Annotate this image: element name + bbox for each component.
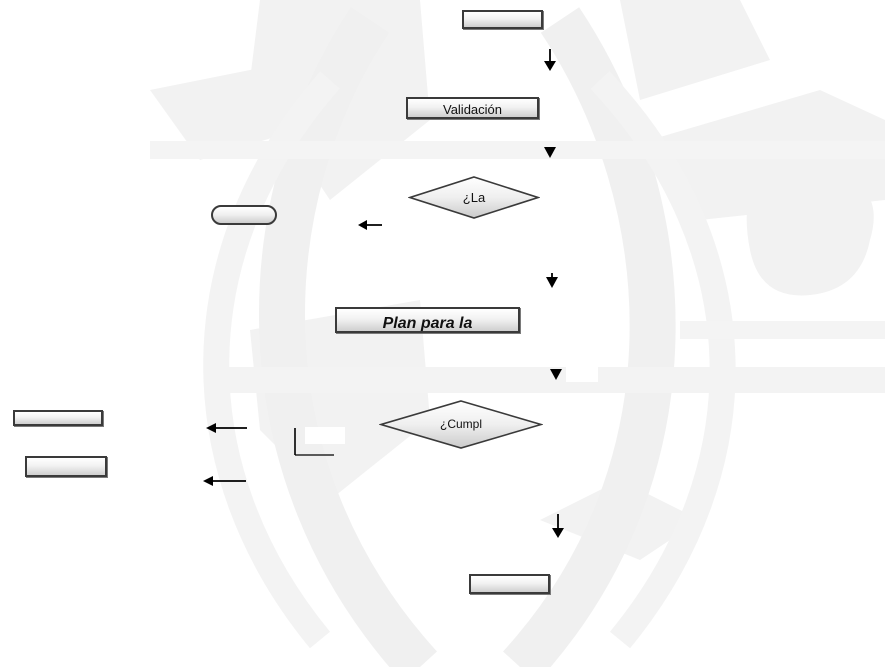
left-arrow-1 [358, 220, 382, 230]
down-arrow-5 [552, 514, 564, 538]
blank-label-patch-1 [360, 199, 390, 215]
plan-process-box: Plan para la [335, 307, 520, 333]
down-arrow-1 [544, 49, 556, 71]
decision-label-1: ¿La [462, 190, 486, 205]
validation-process-label: Validación [442, 102, 503, 117]
connector-bracket [294, 428, 334, 456]
left-process-box-1 [13, 410, 103, 426]
down-arrow-2 [544, 147, 556, 158]
left-arrow-3 [203, 476, 246, 486]
decision-diamond-1: ¿La [407, 175, 541, 220]
blank-label-patch-4 [305, 427, 345, 444]
blank-label-patch-2 [566, 262, 588, 288]
left-arrow-2 [206, 423, 247, 433]
down-arrow-4 [550, 369, 562, 380]
left-process-box-2 [25, 456, 107, 477]
validation-process-box: Validación [406, 97, 539, 119]
terminal-shape [211, 205, 277, 225]
decision-diamond-2-shape [378, 400, 544, 449]
plan-process-label: Plan para la [382, 315, 473, 332]
down-arrow-3 [546, 273, 558, 288]
start-process-box [462, 10, 543, 29]
decision-label-2: ¿Cumpl [439, 417, 482, 431]
blank-label-patch-3 [566, 366, 598, 382]
decision-diamond-2: ¿Cumpl [378, 399, 544, 450]
decision-diamond-1-shape [407, 176, 541, 219]
end-process-box [469, 574, 550, 594]
